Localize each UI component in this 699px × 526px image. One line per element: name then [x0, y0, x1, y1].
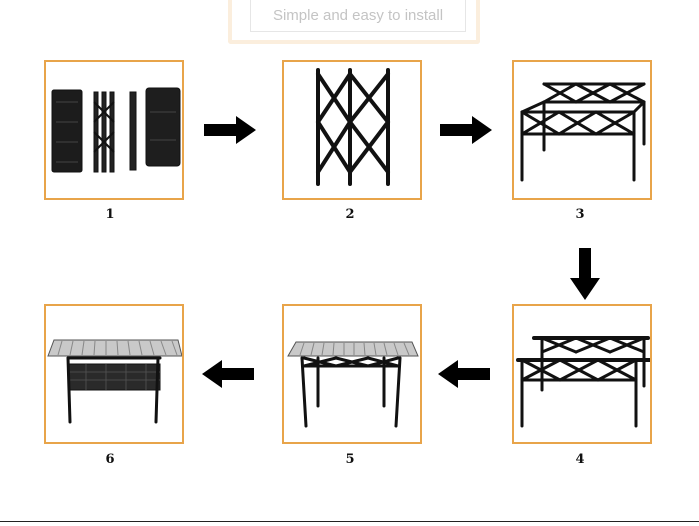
step-5-image: [282, 304, 422, 444]
arrow-left-icon: [438, 360, 490, 388]
step-3-image: [512, 60, 652, 200]
step-6-image: [44, 304, 184, 444]
step-4-label: 4: [560, 452, 600, 467]
step-4-image: [512, 304, 652, 444]
step-2-label: 2: [330, 207, 370, 222]
step-1-image: [44, 60, 184, 200]
arrow-right-icon: [204, 116, 256, 144]
arrow-down-icon: [570, 248, 600, 300]
arrow-left-icon: [202, 360, 254, 388]
step-1-label: 1: [90, 207, 130, 222]
step-6-label: 6: [90, 452, 130, 467]
bottom-divider: [0, 521, 699, 522]
banner-text: Simple and easy to install: [250, 7, 466, 24]
arrow-right-icon: [440, 116, 492, 144]
step-5-label: 5: [330, 452, 370, 467]
step-3-label: 3: [560, 207, 600, 222]
step-2-image: [282, 60, 422, 200]
